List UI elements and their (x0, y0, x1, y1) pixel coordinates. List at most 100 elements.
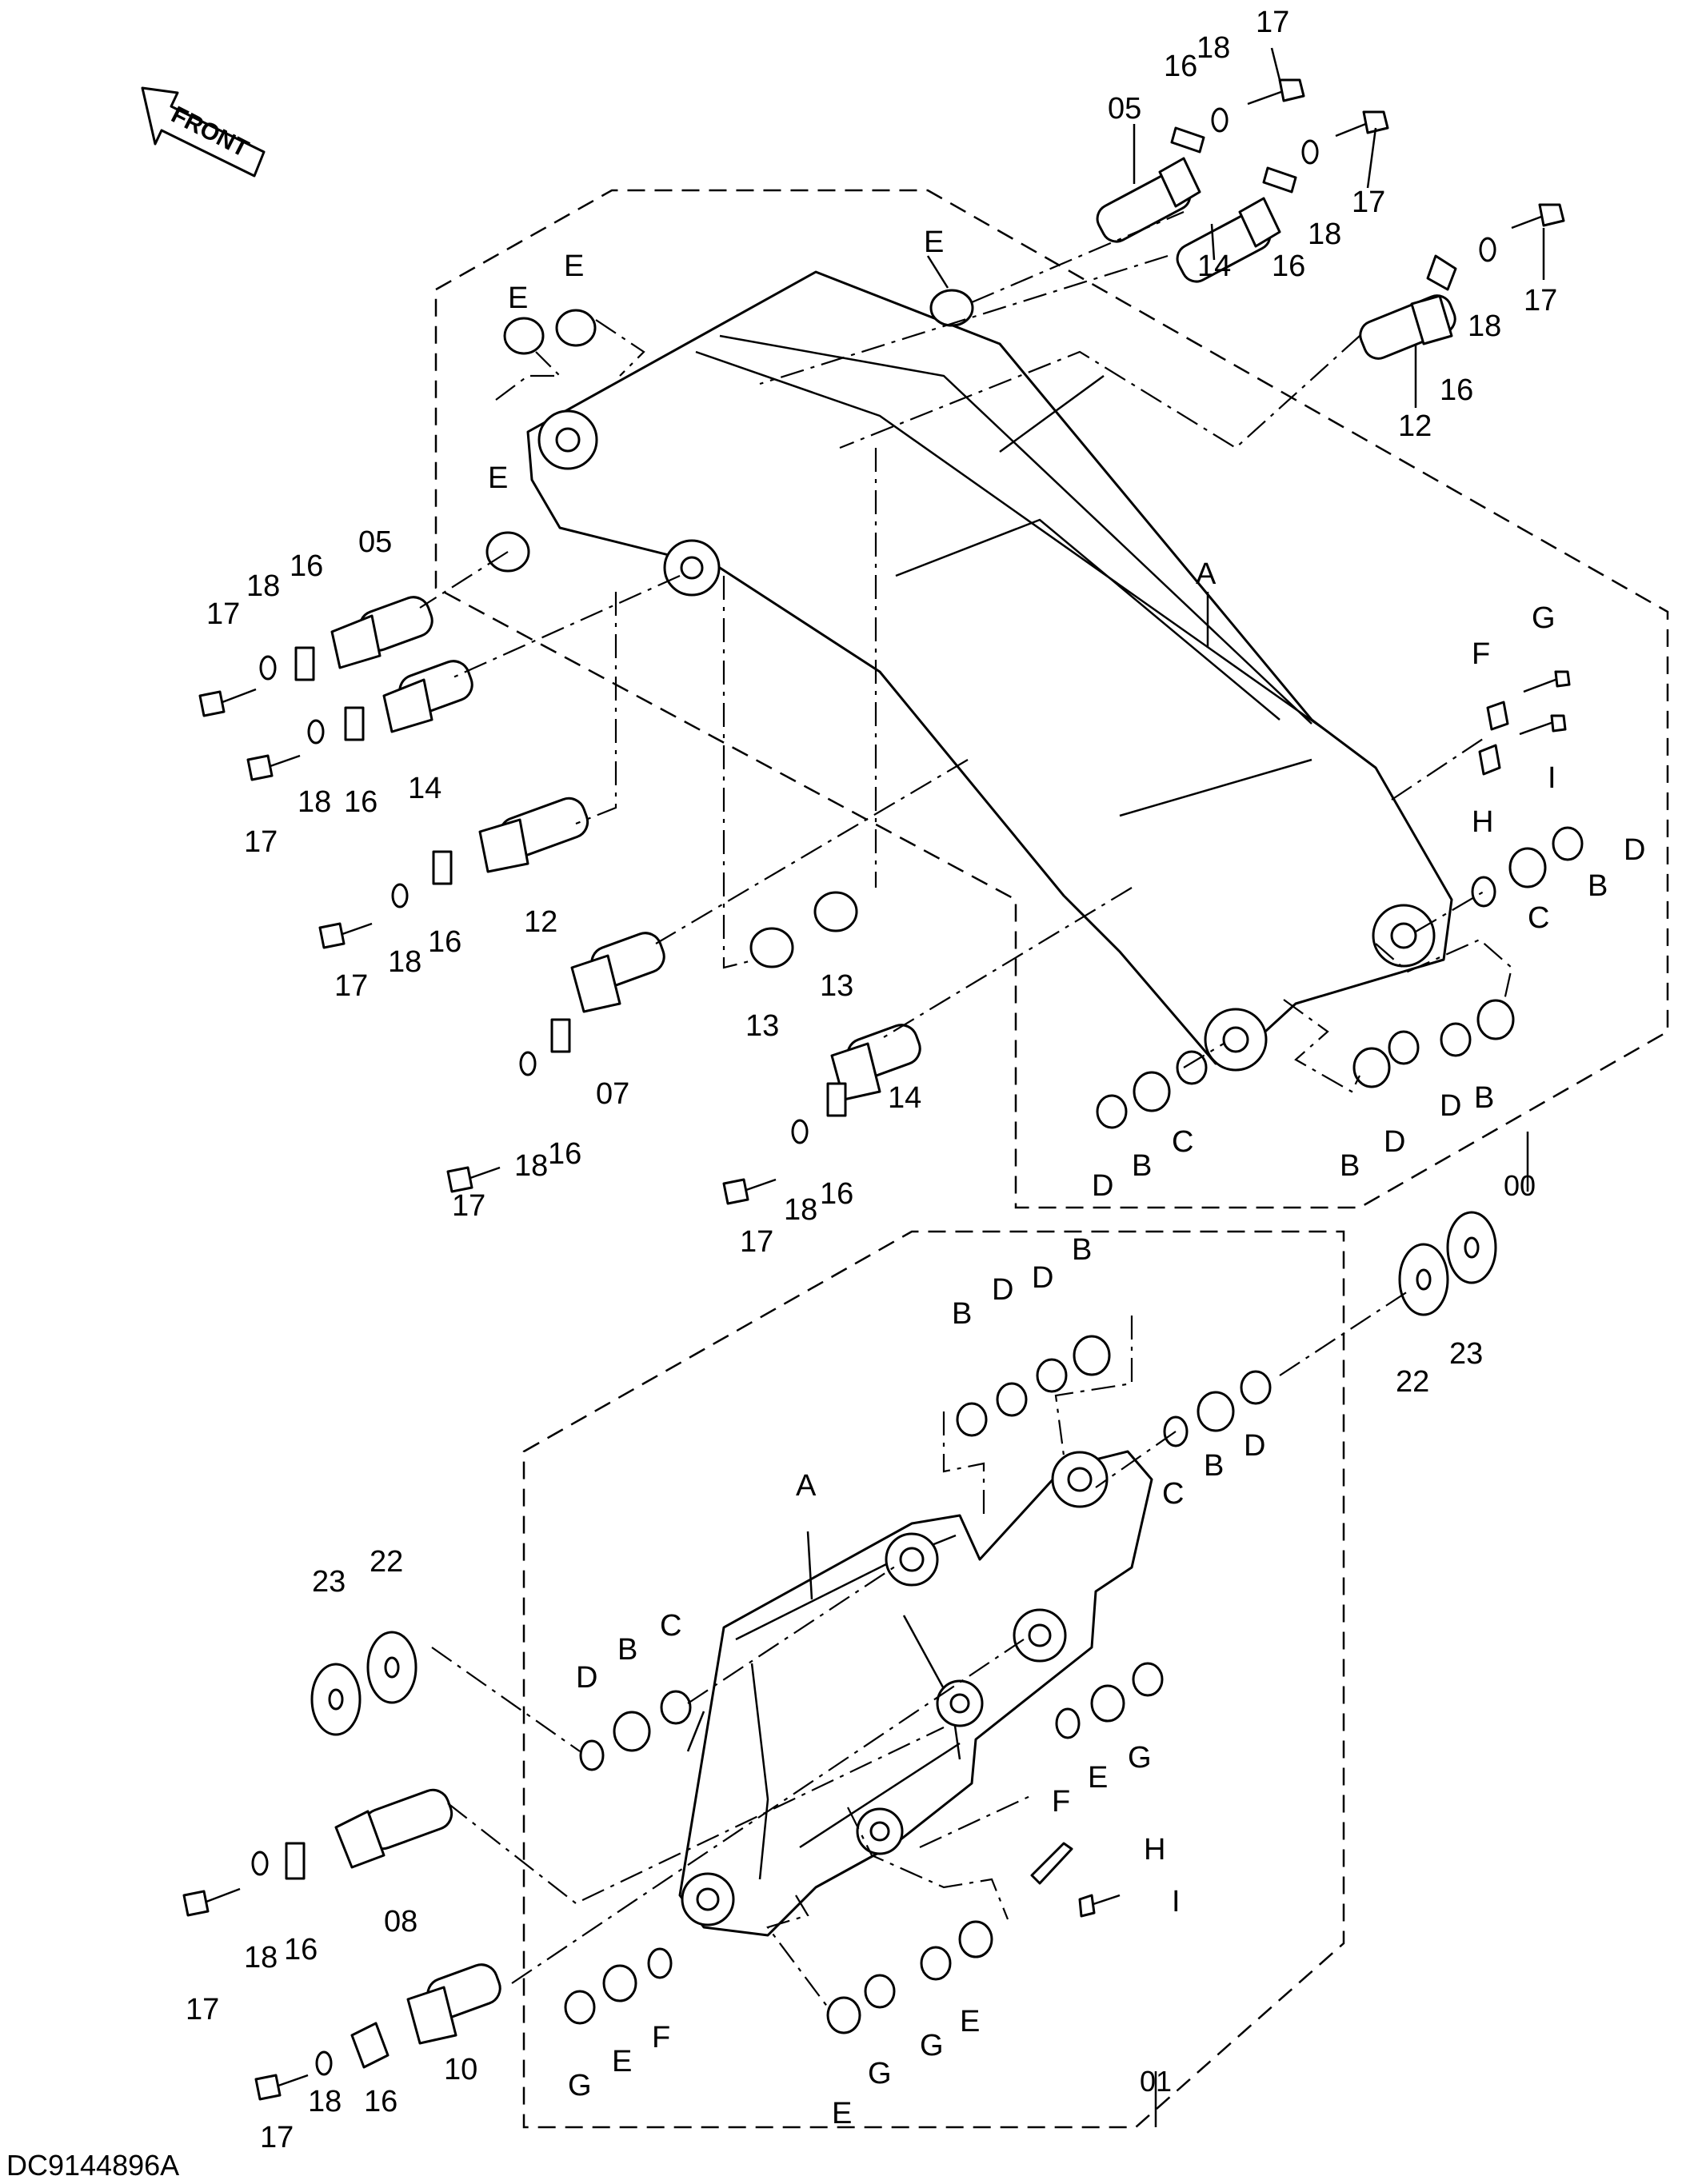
label-14: 14 (408, 772, 441, 805)
label-13: 13 (820, 969, 853, 1003)
pin-12-top (1359, 294, 1456, 360)
label-i: I (1548, 761, 1556, 795)
label-b: B (1474, 1081, 1494, 1115)
boom-body (526, 270, 1453, 1072)
label-18: 18 (514, 1149, 548, 1183)
bushing-e-group-top (485, 289, 974, 573)
label-16: 16 (548, 1137, 581, 1171)
bracket-assembly-boundary (522, 1230, 1345, 2129)
label-d: D (1624, 833, 1645, 867)
label-14: 14 (1197, 250, 1231, 283)
leader-lines-00 (419, 210, 1513, 1093)
bracket-body (678, 1450, 1153, 1937)
label-05: 05 (1108, 92, 1141, 126)
label-e: E (508, 281, 528, 315)
label-16: 16 (428, 925, 461, 959)
label-08: 08 (384, 1905, 418, 1938)
fasteners-01 (182, 1842, 390, 2101)
label-g: G (568, 2069, 592, 2102)
pin-14-left (382, 660, 473, 733)
label-leaders (686, 47, 1545, 2127)
front-arrow: FRONT (141, 86, 266, 178)
label-d: D (992, 1273, 1013, 1307)
discs-22-23-left (310, 1631, 418, 1736)
label-16: 16 (1164, 50, 1197, 83)
bolt-17-c (1511, 203, 1565, 230)
label-17: 17 (244, 825, 278, 859)
washer-18-a (1211, 107, 1229, 133)
label-f: F (1472, 637, 1490, 671)
plate-16-a (1170, 126, 1205, 154)
label-23: 23 (312, 1565, 346, 1599)
label-e: E (488, 461, 508, 495)
label-d: D (1092, 1169, 1113, 1203)
label-18: 18 (1468, 309, 1501, 343)
leader-lines-01 (431, 1291, 1408, 2008)
bushings-right-00 (1096, 826, 1584, 1129)
label-18: 18 (388, 945, 422, 979)
label-17: 17 (1256, 6, 1289, 39)
label-e: E (924, 226, 944, 259)
label-i: I (1172, 1885, 1181, 1918)
bushing-13-a (749, 927, 794, 968)
drawing-code: DC9144896A (6, 2149, 179, 2182)
label-e: E (612, 2045, 632, 2078)
label-e: E (564, 250, 584, 283)
label-c: C (1162, 1477, 1184, 1511)
pin-05-top (1096, 157, 1201, 243)
label-17: 17 (260, 2121, 294, 2154)
label-22: 22 (1396, 1365, 1429, 1399)
label-18: 18 (784, 1193, 817, 1227)
label-c: C (1528, 901, 1549, 935)
boom-assembly-boundary (434, 189, 1669, 1209)
label-18: 18 (298, 785, 331, 819)
label-23: 23 (1449, 1337, 1483, 1371)
label-10: 10 (444, 2053, 477, 2086)
label-17: 17 (1352, 186, 1385, 219)
label-h: H (1144, 1833, 1165, 1867)
label-17: 17 (740, 1225, 773, 1259)
label-16: 16 (1272, 250, 1305, 283)
label-12: 12 (1398, 409, 1432, 443)
label-e: E (1088, 1761, 1108, 1795)
assembly-label-00: 00 (1504, 1169, 1536, 1202)
plate-16-b (1262, 166, 1297, 194)
label-g: G (1128, 1741, 1152, 1775)
bolts-left-00 (198, 688, 777, 1205)
bolt-17-b (1335, 110, 1389, 138)
label-h: H (1472, 805, 1493, 839)
label-16: 16 (820, 1177, 853, 1211)
plate-16-c (1426, 254, 1457, 291)
label-17: 17 (206, 597, 240, 631)
label-18: 18 (308, 2085, 342, 2118)
label-a: A (796, 1469, 817, 1503)
label-17: 17 (452, 1189, 485, 1223)
label-c: C (1172, 1125, 1193, 1159)
label-b: B (952, 1297, 972, 1331)
label-a: A (1196, 557, 1217, 591)
label-b: B (1588, 869, 1608, 903)
label-13: 13 (745, 1009, 779, 1043)
bushing-13-b (813, 891, 858, 932)
pin-12-left (478, 797, 589, 873)
label-16: 16 (290, 549, 323, 583)
label-g: G (920, 2029, 944, 2062)
label-d: D (1440, 1089, 1461, 1123)
washer-18-c (1479, 237, 1496, 262)
label-17: 17 (186, 1993, 219, 2026)
label-b: B (617, 1633, 637, 1667)
label-16: 16 (284, 1933, 318, 1966)
discs-22-23-right (1398, 1211, 1497, 1316)
label-e: E (960, 2005, 980, 2038)
label-22: 22 (370, 1545, 403, 1579)
label-18: 18 (1197, 31, 1230, 65)
label-14: 14 (888, 1081, 921, 1115)
label-b: B (1204, 1449, 1224, 1483)
parts-hi-01 (1030, 1842, 1121, 1918)
label-e: E (832, 2097, 852, 2130)
label-05: 05 (358, 525, 392, 559)
label-d: D (1384, 1125, 1405, 1159)
label-07: 07 (596, 1077, 629, 1111)
label-c: C (660, 1609, 681, 1643)
